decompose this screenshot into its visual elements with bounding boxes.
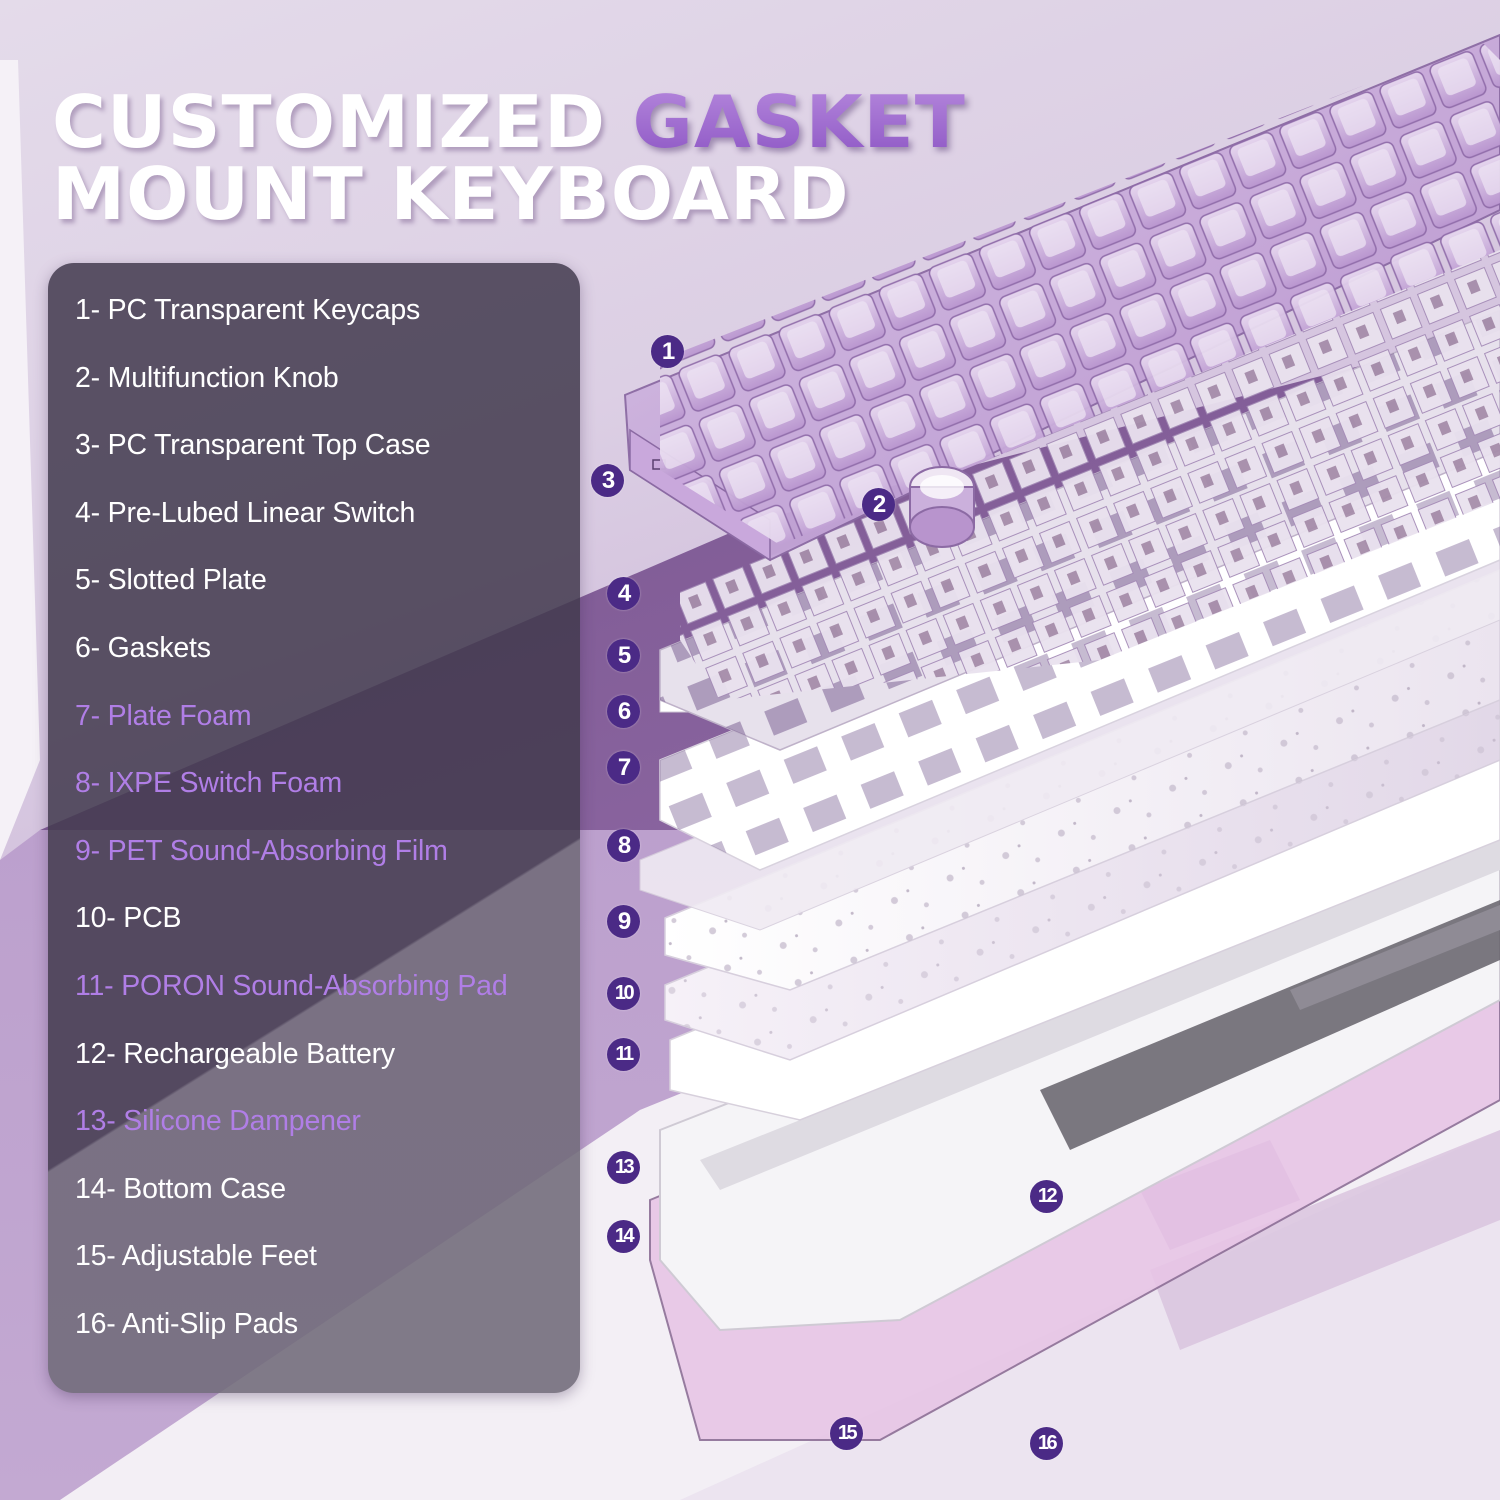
callout-badge-7: 7: [607, 751, 640, 784]
legend-item-top-case: 3- PC Transparent Top Case: [75, 429, 431, 462]
legend-item-keycaps: 1- PC Transparent Keycaps: [75, 294, 421, 326]
title-white-text: CUSTOMIZED: [52, 80, 633, 164]
title-line-2: MOUNT KEYBOARD: [52, 152, 850, 236]
callout-badge-16: 16: [1030, 1427, 1063, 1460]
callout-badge-3: 3: [591, 464, 624, 497]
callout-badge-6: 6: [607, 695, 640, 728]
callout-badge-4: 4: [607, 577, 640, 610]
legend-item-adjustable-feet: 15- Adjustable Feet: [75, 1240, 317, 1273]
page-title: CUSTOMIZED GASKET MOUNT KEYBOARD: [52, 86, 966, 230]
callout-badge-15: 15: [830, 1417, 863, 1450]
legend-item-poron-pad: 11- PORON Sound-Absorbing Pad: [75, 969, 508, 1002]
legend-item-gaskets: 6- Gaskets: [75, 631, 211, 664]
title-line-1: CUSTOMIZED GASKET: [52, 86, 966, 158]
legend-item-knob: 2- Multifunction Knob: [75, 361, 339, 394]
title-accent-text: GASKET: [632, 80, 966, 164]
legend-item-anti-slip-pads: 16- Anti-Slip Pads: [75, 1307, 298, 1340]
legend-item-silicone-dampener: 13- Silicone Dampener: [75, 1105, 361, 1138]
legend-item-plate-foam: 7- Plate Foam: [75, 699, 252, 732]
components-list: 1- PC Transparent Keycaps 2- Multifuncti…: [75, 296, 508, 1378]
callout-badge-11: 11: [607, 1038, 640, 1071]
legend-item-pet-film: 9- PET Sound-Absorbing Film: [75, 834, 448, 867]
callout-badge-12: 12: [1030, 1180, 1063, 1213]
callout-badge-8: 8: [607, 829, 640, 862]
callout-badge-14: 14: [607, 1220, 640, 1253]
callout-badge-13: 13: [607, 1151, 640, 1184]
legend-item-slotted-plate: 5- Slotted Plate: [75, 564, 267, 597]
legend-item-ixpe-foam: 8- IXPE Switch Foam: [75, 767, 343, 800]
callout-badge-5: 5: [607, 639, 640, 672]
legend-item-switch: 4- Pre-Lubed Linear Switch: [75, 496, 416, 529]
callout-badge-9: 9: [607, 905, 640, 938]
legend-item-pcb: 10- PCB: [75, 902, 182, 935]
callout-badge-1: 1: [651, 335, 684, 368]
legend-item-battery: 12- Rechargeable Battery: [75, 1037, 395, 1070]
callout-badge-10: 10: [607, 977, 640, 1010]
legend-item-bottom-case: 14- Bottom Case: [75, 1172, 286, 1205]
components-legend-panel: 1- PC Transparent Keycaps 2- Multifuncti…: [48, 263, 580, 1393]
callout-badge-2: 2: [862, 488, 895, 521]
